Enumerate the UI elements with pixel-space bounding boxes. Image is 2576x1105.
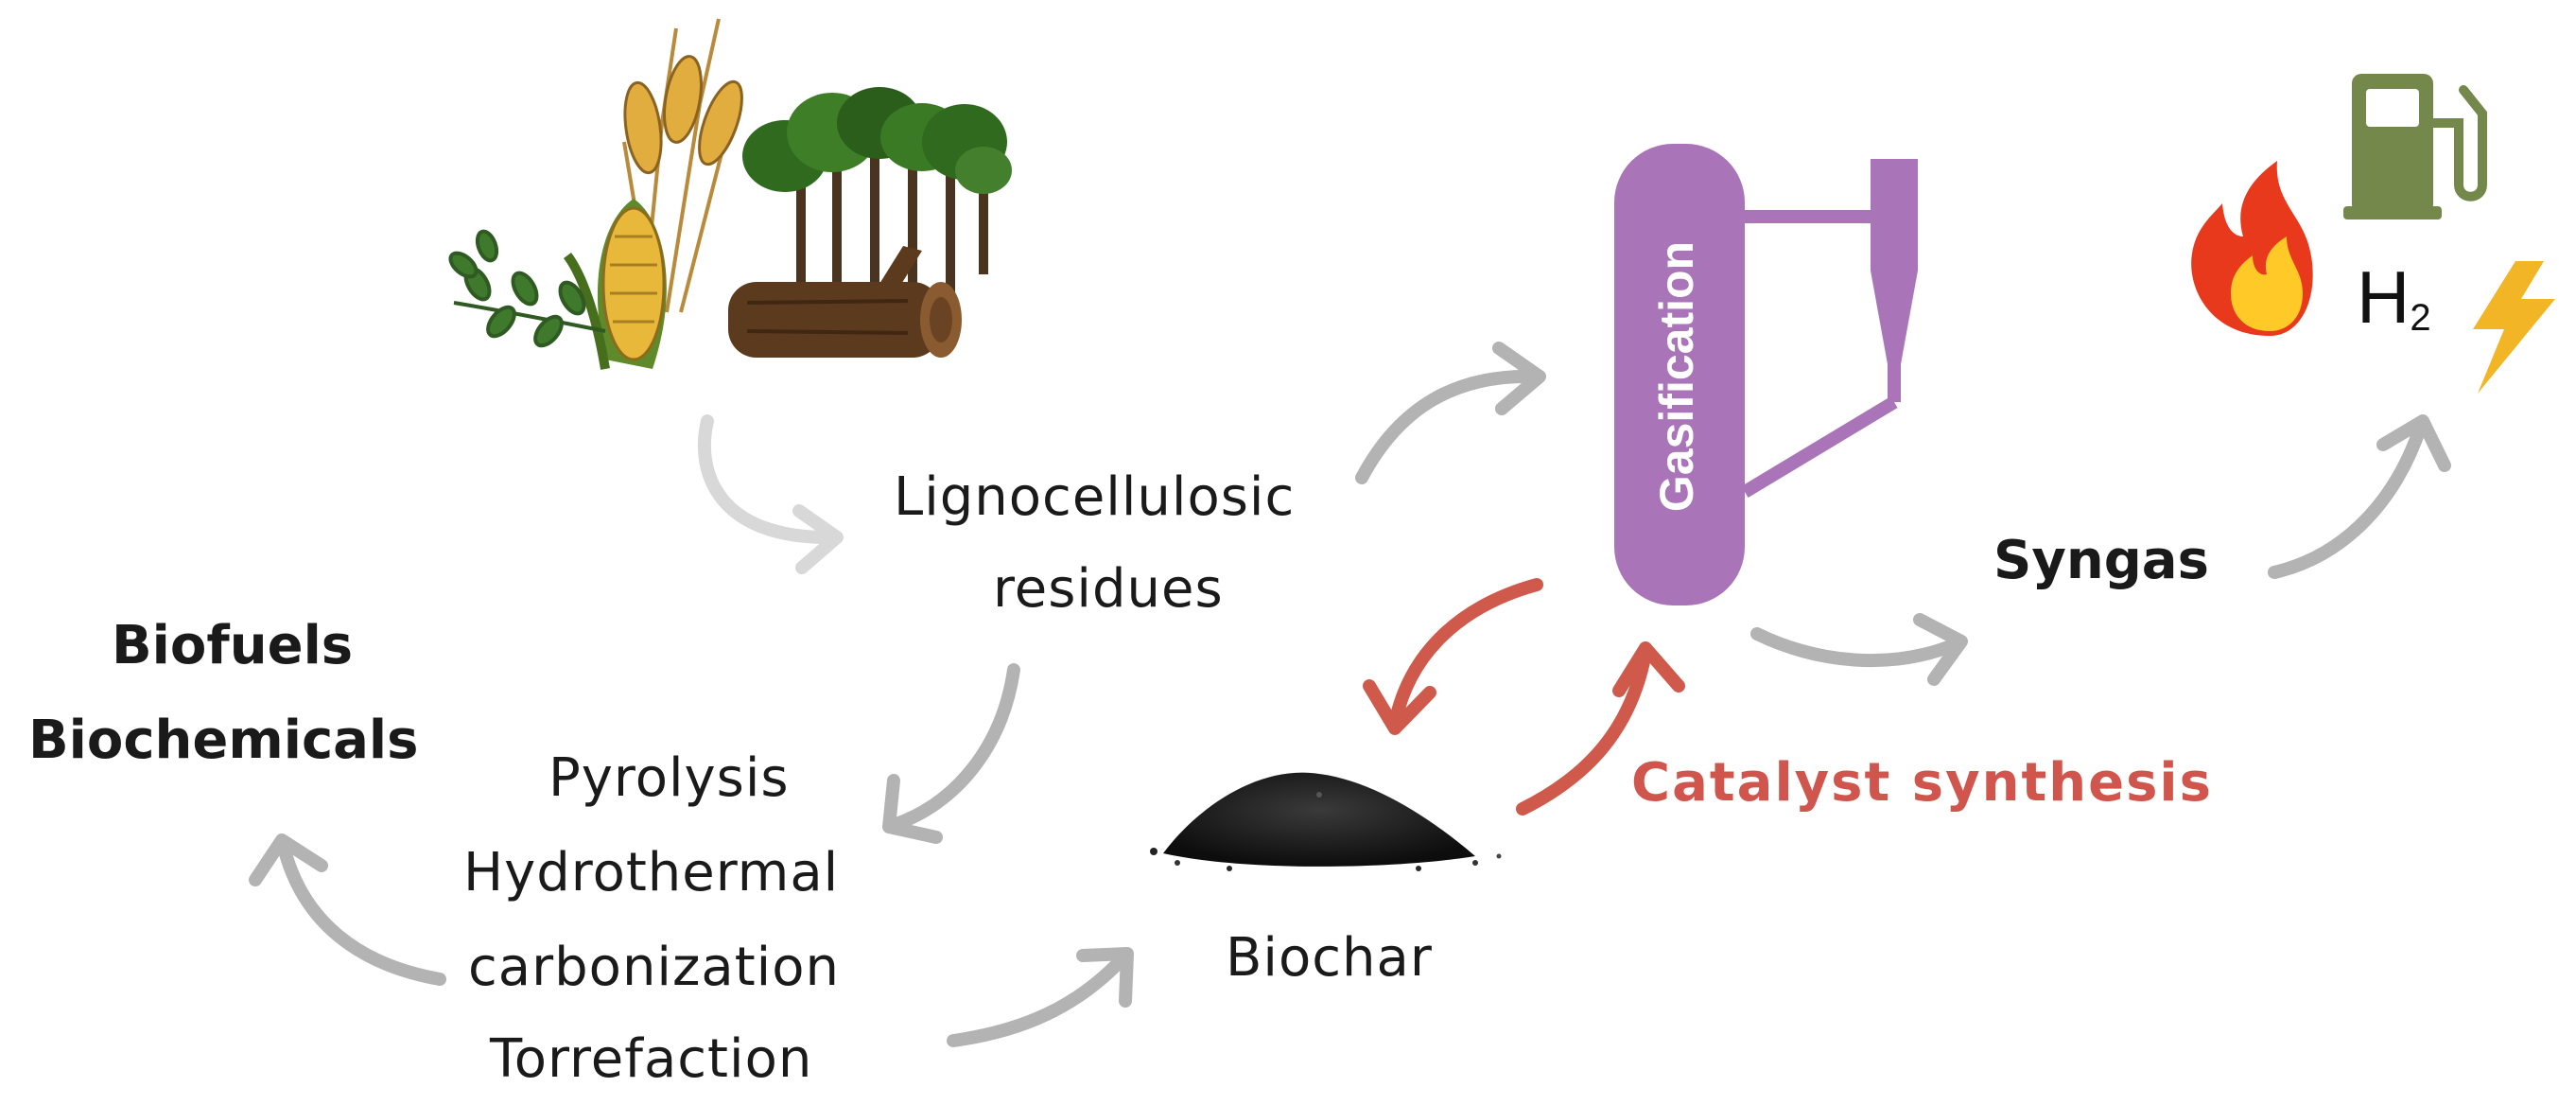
arrow-biomass-to-residues	[698, 414, 844, 574]
arrow-residues-to-processes	[882, 663, 1020, 844]
biochar-pile	[1150, 772, 1502, 871]
fuel-pump-icon	[2343, 74, 2487, 219]
biomass-illustration	[448, 18, 1012, 370]
arrow-processes-to-biofuels	[249, 833, 446, 986]
arrow-syngas-to-products	[2268, 414, 2451, 579]
gasification-label: Gasification	[1650, 241, 1703, 512]
biochemicals-label: Biochemicals	[28, 710, 419, 771]
biofuels-label: Biofuels	[112, 615, 354, 676]
gasifier-reactor	[1614, 144, 1918, 605]
syngas-label: Syngas	[1993, 530, 2209, 591]
hydrothermal-label: Hydrothermal	[463, 842, 840, 903]
trees-icon	[742, 87, 1012, 303]
corn-icon	[563, 199, 667, 370]
twig-icon	[448, 229, 606, 348]
lightning-icon	[2473, 261, 2555, 394]
torrefaction-label: Torrefaction	[490, 1028, 813, 1090]
h2-label: H2	[2357, 255, 2431, 339]
catalyst-synthesis-label: Catalyst synthesis	[1631, 752, 2213, 814]
flame-icon	[2191, 161, 2313, 336]
pyrolysis-label: Pyrolysis	[548, 747, 790, 809]
arrow-gasification-to-syngas	[1750, 613, 1968, 686]
log-icon	[728, 246, 962, 358]
arrow-residues-to-gasification	[1355, 342, 1546, 484]
carbonization-label: carbonization	[468, 937, 840, 998]
arrow-gasification-to-biochar	[1363, 578, 1543, 735]
arrow-processes-to-biochar	[947, 947, 1134, 1047]
biochar-label: Biochar	[1226, 927, 1433, 989]
residues-label: residues	[993, 558, 1224, 620]
arrow-biochar-to-gasification	[1516, 641, 1685, 816]
lignocellulosic-label: Lignocellulosic	[894, 466, 1296, 528]
